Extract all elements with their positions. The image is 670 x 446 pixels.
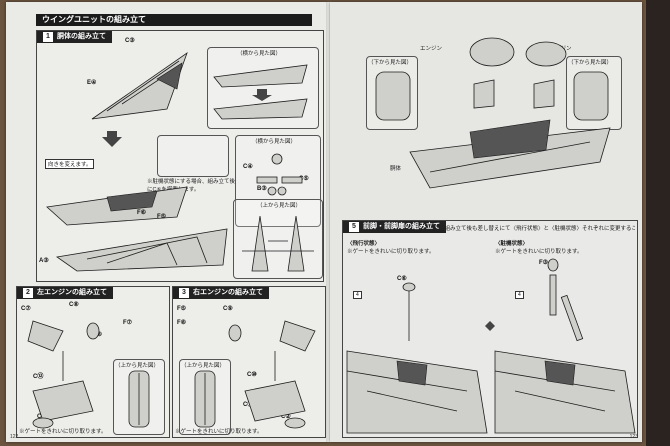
part-label-b3: B③ xyxy=(257,186,267,192)
part-label-f6: F⑥ xyxy=(137,210,147,216)
step-5-note: ※組み立て後も差し替えにて〈飛行状態〉と〈駐機状態〉それぞれに変更することが可能… xyxy=(439,226,635,232)
left-page-number: 122 xyxy=(10,434,19,440)
part-label-e4: E④ xyxy=(87,80,97,86)
step-3-title: 右エンジンの組み立て xyxy=(193,289,263,296)
step-1-header: 1 胴体の組み立て xyxy=(37,31,112,43)
gear-parts-illustration xyxy=(256,153,303,196)
top-view-illustration xyxy=(242,215,314,272)
booklet-spine xyxy=(326,2,332,442)
fuselage-assembly-illustration xyxy=(46,186,228,272)
top-view-box xyxy=(233,199,323,279)
part-label-c9: C⑨ xyxy=(223,306,233,312)
background-surface xyxy=(646,0,670,446)
parked-state-illustration xyxy=(494,258,636,434)
part-label-c4: C④ xyxy=(243,164,253,170)
left-engine-illustration xyxy=(27,320,100,429)
part-label-c11: C⑪ xyxy=(243,402,254,408)
landing-gear-detail-box xyxy=(235,135,321,227)
lower-view-label-left: （下から見た図） xyxy=(368,60,413,66)
wing-part-e4-illustration xyxy=(91,51,188,120)
lower-view-label-right: （下から見た図） xyxy=(568,60,613,66)
step-5-number: 5 xyxy=(349,222,359,232)
assembly-arrow-down xyxy=(102,131,122,147)
right-page: エンジン 右エンジン （下から見た図） （下から見た図） 胴体 5前脚・前脚扉の… xyxy=(330,2,642,442)
step-2-title: 左エンジンの組み立て xyxy=(37,289,107,296)
body-label: 胴体 xyxy=(390,166,402,172)
right-page-number: 123 xyxy=(629,434,638,440)
step-5-header: 5 前脚・前脚扉の組み立て xyxy=(343,221,446,233)
option-detail-box xyxy=(157,135,229,177)
part-label-f5: F⑤ xyxy=(157,214,167,220)
instruction-booklet: ウイングユニットの組み立て 1 胴体の組み立て E④ C③ （横から見た図） xyxy=(6,2,646,444)
step-1-section: 1 胴体の組み立て E④ C③ （横から見た図） xyxy=(36,30,324,282)
left-page: ウイングユニットの組み立て 1 胴体の組み立て E④ C③ （横から見た図） xyxy=(6,2,328,442)
part-label-f8-r: F⑧ xyxy=(177,320,187,326)
part-label-a3: A③ xyxy=(39,258,49,264)
right-engine-top-view-label: （上から見た図） xyxy=(181,363,226,369)
step-3-section: 3 右エンジンの組み立て F⑤ F⑧ C⑨ C⑩ C⑪ C② （上から見た図） ※… xyxy=(172,286,326,438)
right-engine-illustration xyxy=(228,320,316,429)
turn-note: 向きを変えます。 xyxy=(45,159,95,169)
engine-label-left: エンジン xyxy=(420,46,443,52)
right-engine-gate-note: ※ゲートをきれいに切り取ります。 xyxy=(175,429,263,435)
part-label-c2: C② xyxy=(281,414,291,420)
step-ref-4-left: 4 xyxy=(353,291,362,299)
step-1-number: 1 xyxy=(43,32,53,42)
top-view-label: （上から見た図） xyxy=(257,203,302,209)
right-engine-top-view xyxy=(194,370,216,428)
step-3-number: 3 xyxy=(179,288,189,298)
left-engine-top-view xyxy=(128,370,150,428)
fuselage-side-illustration xyxy=(213,64,308,120)
engine-mount-illustration xyxy=(375,37,611,189)
step-2-number: 2 xyxy=(23,288,33,298)
step-5-title: 前脚・前脚扉の組み立て xyxy=(363,223,440,230)
parked-gate-note: ※ゲートをきれいに切り取ります。 xyxy=(495,249,583,255)
step-3-header: 3 右エンジンの組み立て xyxy=(173,287,269,299)
flight-state-label: 〈飛行状態〉 xyxy=(347,241,381,247)
left-engine-gate-note: ※ゲートをきれいに切り取ります。 xyxy=(19,429,107,435)
step-ref-4-right: 4 xyxy=(515,291,524,299)
part-label-c7: C⑦ xyxy=(21,306,31,312)
part-label-c6: C⑥ xyxy=(397,276,407,282)
step-1-title: 胴体の組み立て xyxy=(57,33,106,40)
step-5-section: 5 前脚・前脚扉の組み立て ※組み立て後も差し替えにて〈飛行状態〉と〈駐機状態〉そ… xyxy=(342,220,638,438)
part-label-c10: C⑩ xyxy=(247,372,257,378)
part-label-c3: C③ xyxy=(125,38,135,44)
part-label-c12: C⑫ xyxy=(33,374,44,380)
page-title: ウイングユニットの組み立て xyxy=(36,14,312,26)
mode-switch-arrow xyxy=(485,321,495,331)
view-label-side: （横から見た図） xyxy=(237,51,282,57)
part-label-c8: C⑧ xyxy=(69,302,79,308)
part-label-f5-r: F⑤ xyxy=(177,306,187,312)
flight-gate-note: ※ゲートをきれいに切り取ります。 xyxy=(347,249,435,255)
flight-state-illustration xyxy=(346,282,488,434)
part-label-c5: C⑤ xyxy=(299,176,309,182)
view-label-side-2: （横から見た図） xyxy=(252,139,297,145)
part-label-f7: F⑦ xyxy=(123,320,133,326)
left-engine-top-view-label: （上から見た図） xyxy=(115,363,160,369)
step-2-header: 2 左エンジンの組み立て xyxy=(17,287,113,299)
part-label-f3: F③ xyxy=(539,260,549,266)
parked-state-label: 〈駐機状態〉 xyxy=(495,241,529,247)
